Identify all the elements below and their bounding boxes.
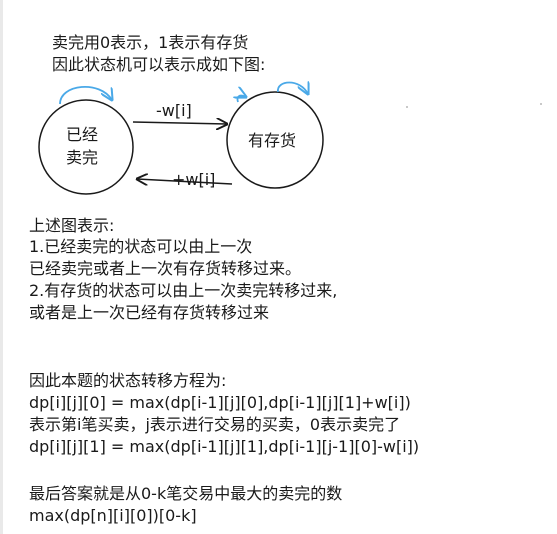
edge-sold-to-stock: [132, 122, 227, 124]
state-sold-label-2: 卖完: [66, 148, 98, 167]
self-loop-stock-icon: [277, 83, 308, 95]
intro-line-2: 因此状态机可以表示成如下图:: [52, 55, 266, 74]
explanation-line-4: 或者是上一次已经有存货转移过来: [29, 303, 270, 322]
equation-1: dp[i][j][0] = max(dp[i-1][j][0],dp[i-1][…: [29, 393, 411, 412]
left-edge-strip: [0, 0, 3, 534]
equation-2: dp[i][j][1] = max(dp[i-1][j][1],dp[i-1][…: [29, 437, 420, 456]
self-loop-sold-icon: [59, 86, 112, 105]
equation-note: 表示第i笔买卖，j表示进行交易的买卖，0表示卖完了: [29, 415, 401, 434]
explanation-line-2: 已经卖完或者上一次有存货转移过来。: [29, 259, 302, 278]
explanation-heading: 上述图表示:: [29, 216, 115, 235]
state-stock-label: 有存货: [248, 131, 296, 150]
answer-line-2: max(dp[n][i][0])[0-k]: [29, 506, 197, 525]
stray-dot-2: [540, 103, 542, 105]
state-sold-circle: [38, 99, 134, 195]
equations-heading: 因此本题的状态转移方程为:: [29, 371, 227, 390]
edge-bottom-label: +w[i]: [172, 170, 215, 189]
explanation-line-1: 1.已经卖完的状态可以由上一次: [29, 237, 253, 256]
intro-line-1: 卖完用0表示，1表示有存货: [52, 33, 249, 52]
state-stock-circle: [226, 91, 324, 189]
stray-dot-1: [406, 106, 408, 108]
edge-top-label: -w[i]: [156, 101, 192, 120]
self-loop-stock-arrow-icon: [237, 96, 246, 103]
explanation-line-3: 2.有存货的状态可以由上一次卖完转移过来,: [29, 281, 338, 300]
state-sold-label-1: 已经: [66, 125, 98, 144]
edge-stock-to-sold: [137, 179, 233, 184]
answer-line-1: 最后答案就是从0-k笔交易中最大的卖完的数: [29, 484, 343, 503]
